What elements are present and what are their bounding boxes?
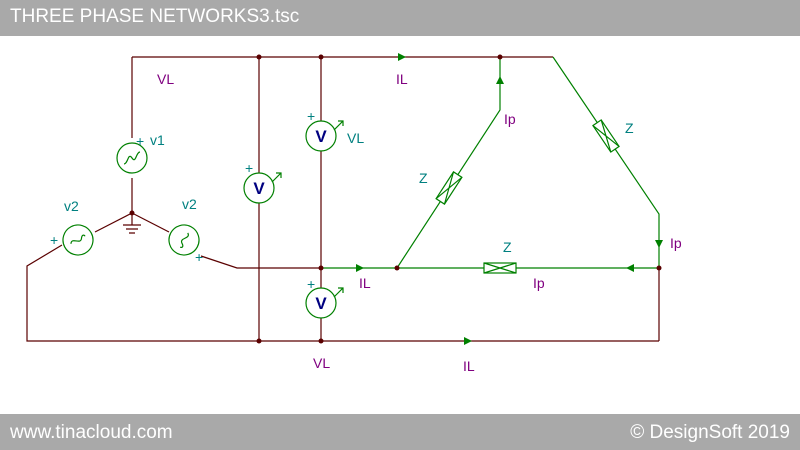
label-plus-left: + — [50, 232, 58, 248]
window-title: THREE PHASE NETWORKS3.tsc — [10, 6, 300, 27]
arrow-ip-top — [496, 76, 504, 84]
source-v2-right — [168, 224, 200, 256]
labels: VL IL + v1 + VL Ip Z + Z v2 v2 + + Ip Z … — [50, 71, 682, 374]
voltmeter-bottom-icon: V — [305, 287, 344, 319]
ground-icon — [123, 224, 141, 234]
svg-text:V: V — [315, 294, 327, 313]
label-ip-top: Ip — [504, 111, 516, 127]
source-v1 — [116, 142, 148, 174]
wires — [26, 56, 660, 342]
footer-copyright: © DesignSoft 2019 — [630, 422, 790, 443]
label-plus-right: + — [195, 249, 203, 265]
arrow-il-top — [398, 53, 406, 61]
label-v2-right: v2 — [182, 196, 197, 212]
label-plus-vm-bottom: + — [307, 276, 315, 292]
footer-website: www.tinacloud.com — [10, 422, 173, 443]
junction-dots — [129, 54, 662, 344]
arrow-il-bottom — [464, 337, 472, 345]
label-plus-vm-left: + — [245, 160, 253, 176]
label-v1-plus: + — [136, 133, 144, 149]
current-arrows — [356, 53, 663, 345]
label-il-mid: IL — [359, 275, 371, 291]
circuit-schematic: V V V VL IL + v1 + VL Ip Z + Z v2 v2 + +… — [26, 53, 682, 374]
title-bar: THREE PHASE NETWORKS3.tsc — [0, 0, 800, 36]
voltmeter-left-icon: V — [243, 172, 282, 204]
impedance-z-middle — [483, 262, 517, 274]
label-vl-bottom: VL — [313, 355, 330, 371]
voltmeter-top-icon: V — [305, 120, 344, 152]
label-vl-top-left: VL — [157, 71, 174, 87]
impedance-z-right — [592, 119, 620, 153]
label-ip-right: Ip — [670, 235, 682, 251]
label-il-bottom: IL — [463, 358, 475, 374]
label-z-diagonal: Z — [419, 170, 428, 186]
label-z-right: Z — [625, 120, 634, 136]
label-z-middle: Z — [503, 239, 512, 255]
arrow-ip-right — [655, 240, 663, 248]
label-v2-left: v2 — [64, 198, 79, 214]
arrow-il-mid — [356, 264, 364, 272]
impedance-z-diagonal — [435, 171, 463, 205]
load-wiring — [321, 56, 660, 269]
label-vl-meter-top: VL — [347, 130, 364, 146]
footer-bar: www.tinacloud.com © DesignSoft 2019 — [0, 414, 800, 450]
source-v2-left — [62, 224, 94, 256]
svg-text:V: V — [315, 127, 327, 146]
label-plus-vm-top: + — [307, 108, 315, 124]
svg-text:V: V — [253, 179, 265, 198]
label-ip-mid: Ip — [533, 275, 545, 291]
label-v1: v1 — [150, 132, 165, 148]
label-il-top: IL — [396, 71, 408, 87]
arrow-ip-mid — [626, 264, 634, 272]
